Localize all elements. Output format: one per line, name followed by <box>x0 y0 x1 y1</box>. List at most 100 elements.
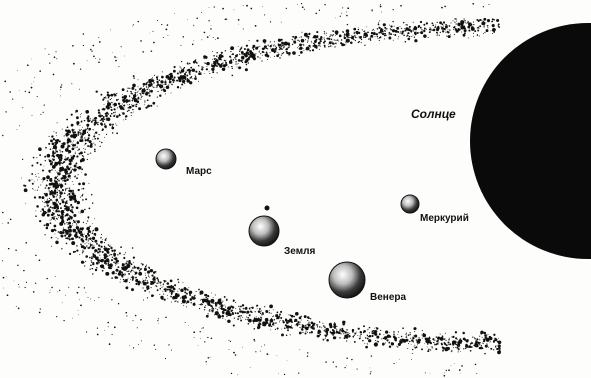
dust-particle <box>134 267 135 268</box>
dust-particle <box>57 209 58 210</box>
dust-particle <box>305 325 306 326</box>
dust-particle <box>477 30 479 32</box>
dust-particle <box>404 28 405 29</box>
dust-particle <box>118 66 119 67</box>
dust-particle <box>70 210 72 212</box>
dust-particle <box>239 308 240 309</box>
dust-particle <box>156 78 158 80</box>
dust-particle <box>277 328 279 330</box>
dust-particle <box>94 123 95 124</box>
dust-particle <box>444 342 446 344</box>
dust-particle <box>102 120 104 122</box>
dust-particle <box>58 210 60 212</box>
dust-particle <box>213 303 214 304</box>
dust-particle <box>286 321 289 324</box>
dust-particle <box>62 222 63 223</box>
dust-particle <box>170 76 171 77</box>
dust-particle <box>346 358 347 359</box>
dust-particle <box>275 329 276 330</box>
dust-particle <box>402 31 404 33</box>
dust-particle <box>141 88 145 92</box>
dust-particle <box>262 51 264 53</box>
dust-particle <box>226 316 227 317</box>
dust-particle <box>311 42 312 43</box>
dust-particle <box>64 229 66 231</box>
dust-particle <box>414 345 415 346</box>
dust-particle <box>437 341 438 342</box>
dust-particle <box>314 35 316 37</box>
dust-particle <box>31 83 32 84</box>
dust-particle <box>374 330 377 333</box>
dust-particle <box>77 292 79 294</box>
dust-particle <box>275 48 276 49</box>
dust-particle <box>131 115 132 116</box>
dust-particle <box>202 299 206 303</box>
dust-particle <box>76 206 79 209</box>
dust-particle <box>347 332 348 333</box>
dust-particle <box>124 254 125 255</box>
dust-particle <box>390 33 392 35</box>
dust-particle <box>361 39 362 40</box>
dust-particle <box>224 305 225 306</box>
dust-particle <box>94 151 96 153</box>
dust-particle <box>212 312 213 313</box>
dust-particle <box>111 113 113 115</box>
dust-particle <box>310 46 311 47</box>
dust-particle <box>201 39 202 40</box>
dust-particle <box>58 180 60 182</box>
dust-particle <box>326 33 327 34</box>
dust-particle <box>276 47 277 48</box>
dust-particle <box>44 224 46 226</box>
dust-particle <box>332 335 333 336</box>
dust-particle <box>51 207 53 209</box>
dust-particle <box>181 61 182 62</box>
dust-particle <box>238 306 239 307</box>
dust-particle <box>386 28 387 29</box>
dust-particle <box>453 347 454 348</box>
dust-particle <box>215 58 216 59</box>
dust-particle <box>493 19 495 21</box>
dust-particle <box>147 105 150 108</box>
dust-particle <box>160 288 162 290</box>
dust-particle <box>177 291 178 292</box>
dust-particle <box>341 328 343 330</box>
dust-particle <box>206 66 207 67</box>
dust-particle <box>313 327 315 329</box>
dust-particle <box>366 26 367 27</box>
dust-particle <box>167 295 168 296</box>
dust-particle <box>34 181 35 182</box>
dust-particle <box>23 185 25 187</box>
dust-particle <box>52 158 53 159</box>
dust-particle <box>195 71 197 73</box>
dust-particle <box>376 33 378 35</box>
dust-particle <box>411 359 412 360</box>
dust-particle <box>344 331 345 332</box>
dust-particle <box>149 89 150 90</box>
dust-particle <box>79 89 80 90</box>
dust-particle <box>277 52 278 53</box>
dust-particle <box>71 238 72 239</box>
dust-particle <box>199 304 200 305</box>
dust-particle <box>204 32 206 34</box>
dust-particle <box>229 62 230 63</box>
dust-particle <box>454 26 456 28</box>
dust-particle <box>172 77 173 78</box>
dust-particle <box>406 335 407 336</box>
dust-particle <box>91 257 93 259</box>
dust-particle <box>55 51 56 52</box>
dust-particle <box>394 339 397 342</box>
dust-particle <box>408 343 409 344</box>
dust-particle <box>297 4 298 5</box>
dust-particle <box>62 151 64 153</box>
dust-particle <box>148 267 150 269</box>
dust-particle <box>167 24 169 26</box>
dust-particle <box>137 21 138 22</box>
dust-particle <box>58 179 59 180</box>
dust-particle <box>308 322 309 323</box>
dust-particle <box>96 243 98 245</box>
dust-particle <box>143 299 144 300</box>
dust-particle <box>80 305 82 307</box>
dust-particle <box>251 311 253 313</box>
dust-particle <box>46 193 47 194</box>
dust-particle <box>109 255 110 256</box>
